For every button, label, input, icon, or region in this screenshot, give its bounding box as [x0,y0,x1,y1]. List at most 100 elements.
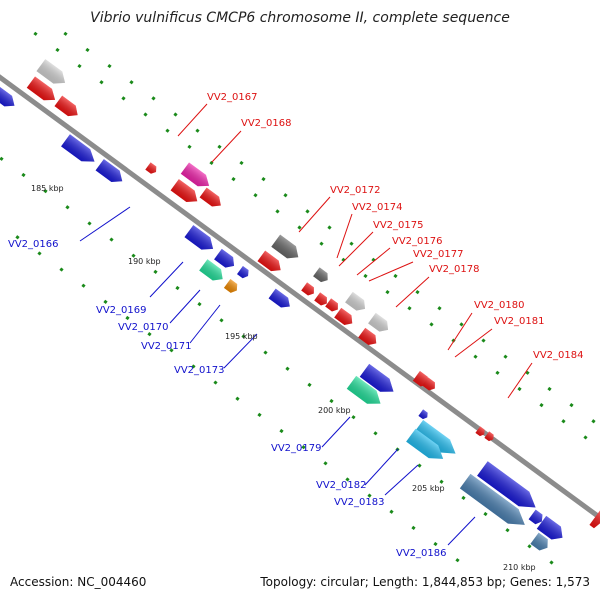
track-dot [219,318,224,323]
gene-arrow-shade [145,162,157,174]
track-dot [527,544,532,549]
label-leader-line [149,261,184,298]
chromosome-backbone [0,74,600,521]
track-dot [473,354,478,359]
track-dot [197,302,202,307]
track-dot [393,273,398,279]
track-dot [301,445,306,450]
track-dot [297,225,302,230]
track-dot [153,269,158,274]
gene-arrow-shade [199,187,221,207]
gene-label-bottom: VV2_0173 [174,365,225,376]
track-dot [495,370,500,375]
gene-arrow-shade [95,159,123,182]
track-dot [429,322,434,327]
gene-label-top: VV2_0178 [429,264,480,275]
track-dot [147,332,152,337]
gene-arrow-shade [358,327,377,345]
label-leader-line [298,196,331,233]
gene-labels: VV2_0167VV2_0168VV2_0172VV2_0174VV2_0175… [8,92,584,572]
track-dot [433,541,438,547]
track-dot [349,241,354,246]
track-dot [547,386,552,392]
track-dot [305,209,310,214]
track-dot [77,63,82,69]
track-dot [99,80,104,85]
track-dot [187,144,192,149]
gene-label-top: VV2_0180 [474,300,525,311]
track-dot [235,396,240,401]
gene-arrow-shade [301,282,314,296]
label-leader-line [368,261,414,282]
kbp-tick-label: 190 kbp [128,257,161,266]
track-dot [0,156,4,161]
gene-arrow-shade [184,225,214,250]
label-leader-line [169,289,201,324]
track-dot [109,237,114,242]
track-dot [55,47,60,53]
track-dot [165,128,170,133]
track-dot [43,189,48,194]
track-dot [327,225,332,230]
gene-arrow-shade [459,473,525,525]
track-dot [191,364,196,369]
gene-arrow-shade [257,250,281,272]
track-dot [275,209,280,214]
gene-arrow-shade [418,409,428,420]
topology-summary: Topology: circular; Length: 1,844,853 bp… [260,575,590,589]
track-dot [481,338,486,343]
gene-arrow-shade [422,377,435,391]
label-leader-line [336,213,353,259]
gene-arrow-shade [536,515,563,540]
map-title: Vibrio vulnificus CMCP6 chromosome II, c… [90,10,510,26]
gene-label-top: VV2_0172 [330,185,381,196]
gene-arrow-shade [268,288,290,308]
gene-arrow-shade [475,426,485,437]
track-dot [131,253,136,258]
gene-label-top: VV2_0176 [392,236,443,247]
track-dot [591,419,596,424]
track-dot [307,382,312,387]
track-dot [257,412,262,417]
track-dot [455,558,460,563]
gene-label-top: VV2_0174 [352,202,403,213]
gene-arrow-shade [528,509,543,525]
gene-arrow-shade [413,419,456,454]
label-leader-line [338,231,374,267]
track-dot [389,509,394,514]
gene-arrow-shade [359,363,394,392]
label-leader-line [211,130,242,163]
kbp-tick-label: 210 kbp [503,563,536,572]
track-dot [33,31,38,36]
gene-arrow-shade [314,292,327,306]
gene-label-bottom: VV2_0186 [396,548,447,559]
gene-arrow-shade [61,134,95,162]
label-leader-line [223,333,258,369]
gene-arrow-shade [54,95,78,117]
gene-label-bottom: VV2_0169 [96,305,147,316]
track-dot [319,241,324,246]
gene-arrow-shade [223,279,238,293]
kbp-tick-label: 205 kbp [412,484,445,493]
gene-arrow-shade [412,371,428,387]
track-dot [517,386,522,392]
track-dot [151,96,156,101]
track-dot [87,221,92,226]
gene-label-bottom: VV2_0179 [271,443,322,454]
gene-label-bottom: VV2_0170 [118,322,169,333]
track-dot [169,348,174,353]
gene-arrow-shade [26,76,56,101]
gene-arrow-shade [368,312,389,332]
gene-arrow-shade [334,307,353,325]
track-dot [253,193,258,198]
track-dot [81,283,86,288]
gene-arrow-shade [170,179,198,202]
track-dot [363,273,368,279]
track-dot [459,322,464,327]
track-dot [65,205,70,210]
track-dot [561,419,566,424]
track-dot [213,380,218,385]
track-dot [241,334,246,339]
label-leader-line [79,206,131,242]
